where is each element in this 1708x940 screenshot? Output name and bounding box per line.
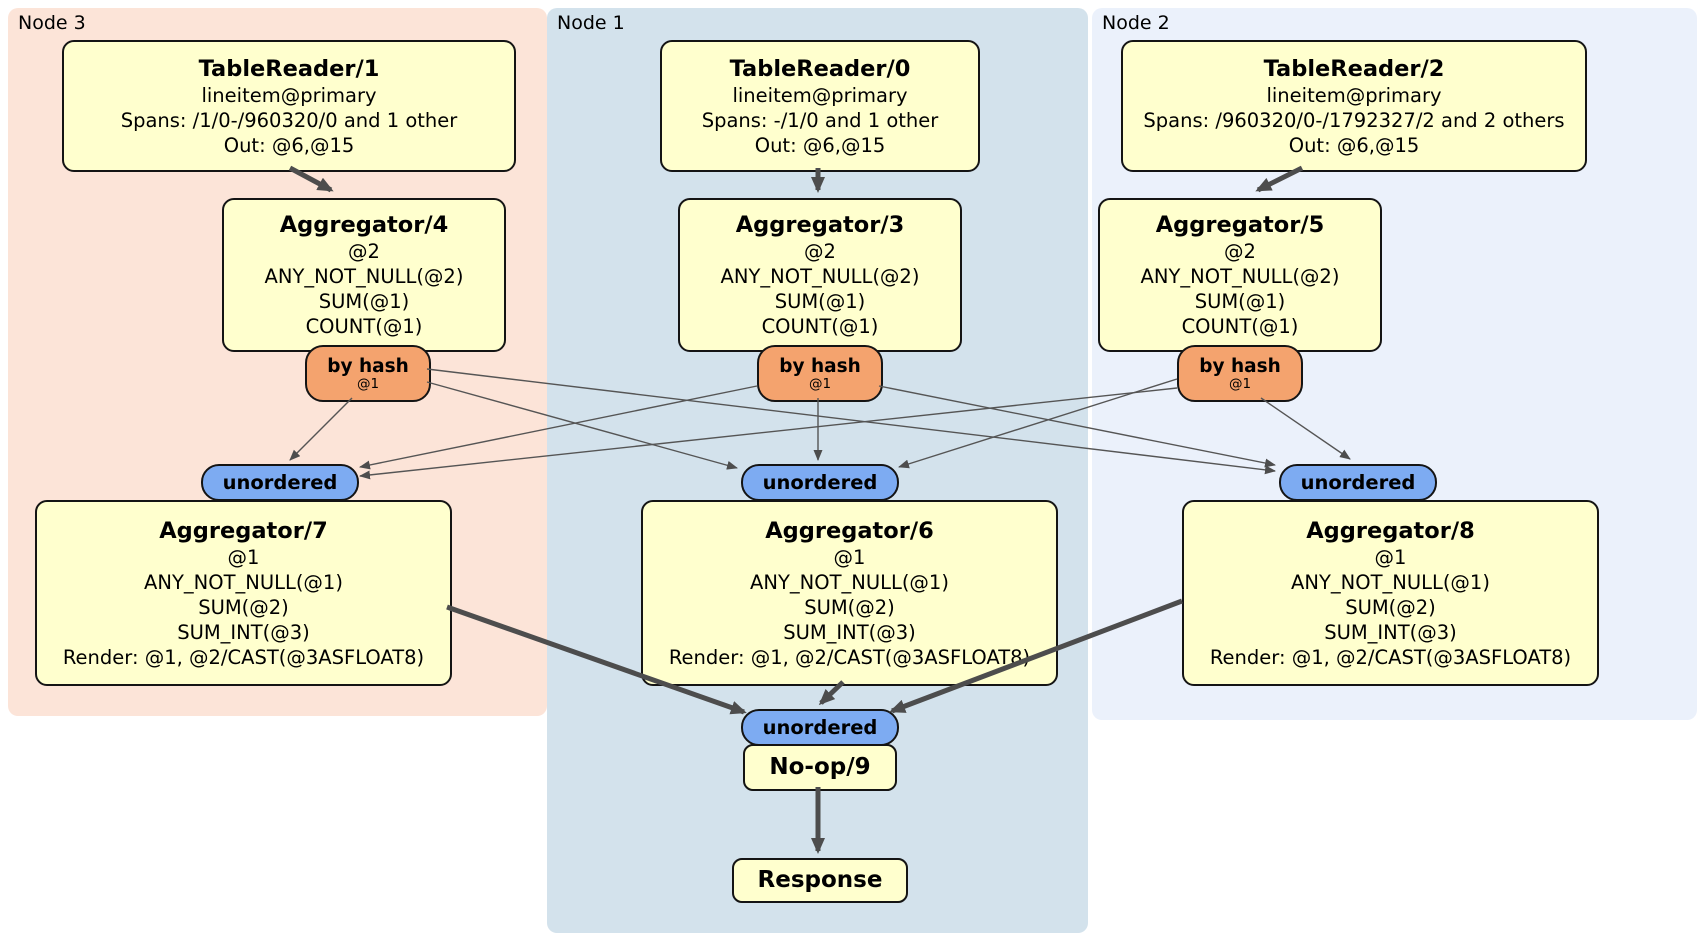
agg-line: SUM_INT(@3) [177,620,310,644]
agg-line: @2 [348,240,380,263]
tablereader-0-box: TableReader/0 lineitem@primary Spans: -/… [660,40,980,172]
sync-label: unordered [1300,471,1416,494]
agg-line: SUM_INT(@3) [1324,620,1457,644]
agg-line: SUM(@1) [318,290,410,313]
out-line: Out: @6,@15 [223,133,355,157]
agg-line: @1 [833,545,866,569]
processor-title: Aggregator/4 [279,212,449,238]
node3-label: Node 3 [18,12,86,34]
out-line: Out: @6,@15 [1288,133,1420,157]
router-label: by hash [327,355,409,377]
router-label: by hash [1199,355,1281,377]
unordered-sync-final: unordered [741,709,899,746]
router-label: by hash [779,355,861,377]
agg-line: SUM(@1) [1194,290,1286,313]
agg-line: ANY_NOT_NULL(@1) [750,570,949,594]
processor-title: TableReader/0 [729,55,911,82]
aggregator-3-box: Aggregator/3 @2 ANY_NOT_NULL(@2) SUM(@1)… [678,198,962,352]
aggregator-4-box: Aggregator/4 @2 ANY_NOT_NULL(@2) SUM(@1)… [222,198,506,352]
agg-line: ANY_NOT_NULL(@2) [720,265,920,288]
processor-title: TableReader/1 [198,55,380,82]
agg-line: COUNT(@1) [761,315,879,338]
spans-line: Spans: /960320/0-/1792327/2 and 2 others [1143,108,1565,132]
processor-title: Aggregator/3 [735,212,905,238]
response-box: Response [732,858,908,903]
router-detail: @1 [1228,375,1252,392]
agg-line: @1 [1374,545,1407,569]
agg-line: ANY_NOT_NULL(@1) [144,570,343,594]
agg-line: ANY_NOT_NULL(@2) [264,265,464,288]
agg-line: SUM_INT(@3) [783,620,916,644]
agg-line: Render: @1, @2/CAST(@3ASFLOAT8) [668,645,1031,669]
node1-label: Node 1 [557,12,625,34]
sync-label: unordered [222,471,338,494]
agg-line: COUNT(@1) [1181,315,1299,338]
processor-title: Aggregator/5 [1155,212,1325,238]
out-line: Out: @6,@15 [754,133,886,157]
hash-router-3: by hash @1 [757,345,883,402]
processor-title: Aggregator/7 [159,517,328,544]
unordered-sync-node1: unordered [741,464,899,501]
agg-line: Render: @1, @2/CAST(@3ASFLOAT8) [1209,645,1572,669]
router-detail: @1 [356,375,380,392]
aggregator-7-box: Aggregator/7 @1 ANY_NOT_NULL(@1) SUM(@2)… [35,500,452,686]
aggregator-8-box: Aggregator/8 @1 ANY_NOT_NULL(@1) SUM(@2)… [1182,500,1599,686]
sync-label: unordered [762,471,878,494]
tablereader-1-box: TableReader/1 lineitem@primary Spans: /1… [62,40,516,172]
processor-title: No-op/9 [769,754,871,780]
aggregator-6-box: Aggregator/6 @1 ANY_NOT_NULL(@1) SUM(@2)… [641,500,1058,686]
unordered-sync-node2: unordered [1279,464,1437,501]
agg-line: @2 [804,240,836,263]
agg-line: SUM(@1) [774,290,866,313]
index-line: lineitem@primary [732,83,908,107]
router-detail: @1 [808,375,832,392]
unordered-sync-node3: unordered [201,464,359,501]
agg-line: SUM(@2) [198,595,289,619]
agg-line: Render: @1, @2/CAST(@3ASFLOAT8) [62,645,425,669]
agg-line: SUM(@2) [1345,595,1436,619]
index-line: lineitem@primary [201,83,377,107]
agg-line: @1 [227,545,260,569]
noop-9-box: No-op/9 [743,744,897,791]
tablereader-2-box: TableReader/2 lineitem@primary Spans: /9… [1121,40,1587,172]
hash-router-5: by hash @1 [1177,345,1303,402]
agg-line: @2 [1224,240,1256,263]
processor-title: Aggregator/8 [1306,517,1475,544]
spans-line: Spans: -/1/0 and 1 other [701,108,939,132]
index-line: lineitem@primary [1266,83,1442,107]
agg-line: ANY_NOT_NULL(@2) [1140,265,1340,288]
agg-line: SUM(@2) [804,595,895,619]
sync-label: unordered [762,716,878,739]
agg-line: COUNT(@1) [305,315,423,338]
processor-title: TableReader/2 [1263,55,1445,82]
node2-label: Node 2 [1102,12,1170,34]
spans-line: Spans: /1/0-/960320/0 and 1 other [120,108,458,132]
aggregator-5-box: Aggregator/5 @2 ANY_NOT_NULL(@2) SUM(@1)… [1098,198,1382,352]
agg-line: ANY_NOT_NULL(@1) [1291,570,1490,594]
processor-title: Aggregator/6 [765,517,934,544]
hash-router-4: by hash @1 [305,345,431,402]
processor-title: Response [757,867,883,893]
